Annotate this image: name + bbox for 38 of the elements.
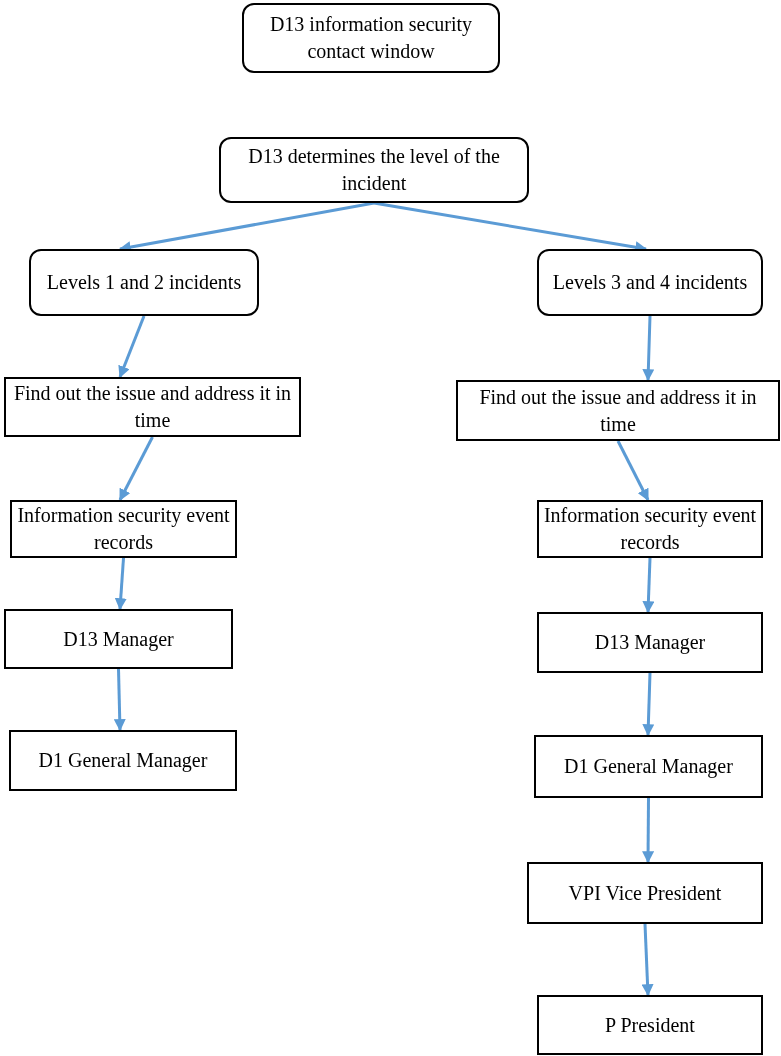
arrow [118,436,154,502]
process-box [534,735,763,798]
box-label: Find out the issue and address it in time [12,381,293,433]
box-label: Information security event records [16,503,231,555]
process-box [537,612,763,673]
process-box [4,377,301,437]
rounded-box [242,3,500,73]
arrow [642,798,655,864]
arrow [642,557,655,614]
arrow [113,668,126,732]
arrow [114,557,127,611]
process-box [4,609,233,669]
box-label: D1 General Manager [564,754,733,780]
box-label: D13 Manager [63,626,174,653]
process-box [9,730,237,791]
box-label: Find out the issue and address it in time [478,384,758,437]
box-label: D13 Manager [594,630,706,656]
arrow [642,315,655,382]
rounded-box [219,137,529,203]
process-box [527,862,763,924]
process-box [537,500,763,558]
process-box [537,995,763,1055]
box-label: D1 General Manager [38,748,208,774]
rounded-box [537,249,763,316]
box-label: P President [605,1012,695,1038]
process-box [456,380,780,441]
box-label: VPI Vice President [568,880,722,906]
process-box [10,500,237,558]
arrow [616,440,650,502]
box-label: Levels 1 and 2 incidents [46,270,242,295]
box-label: D13 information security contact window [268,12,474,64]
box-label: D13 determines the level of the incident [247,144,501,196]
box-label: Levels 3 and 4 incidents [552,270,748,295]
arrow [118,315,146,379]
arrow [641,923,654,997]
rounded-box [29,249,259,316]
arrow [642,672,655,737]
box-label: Information security event records [543,503,757,555]
